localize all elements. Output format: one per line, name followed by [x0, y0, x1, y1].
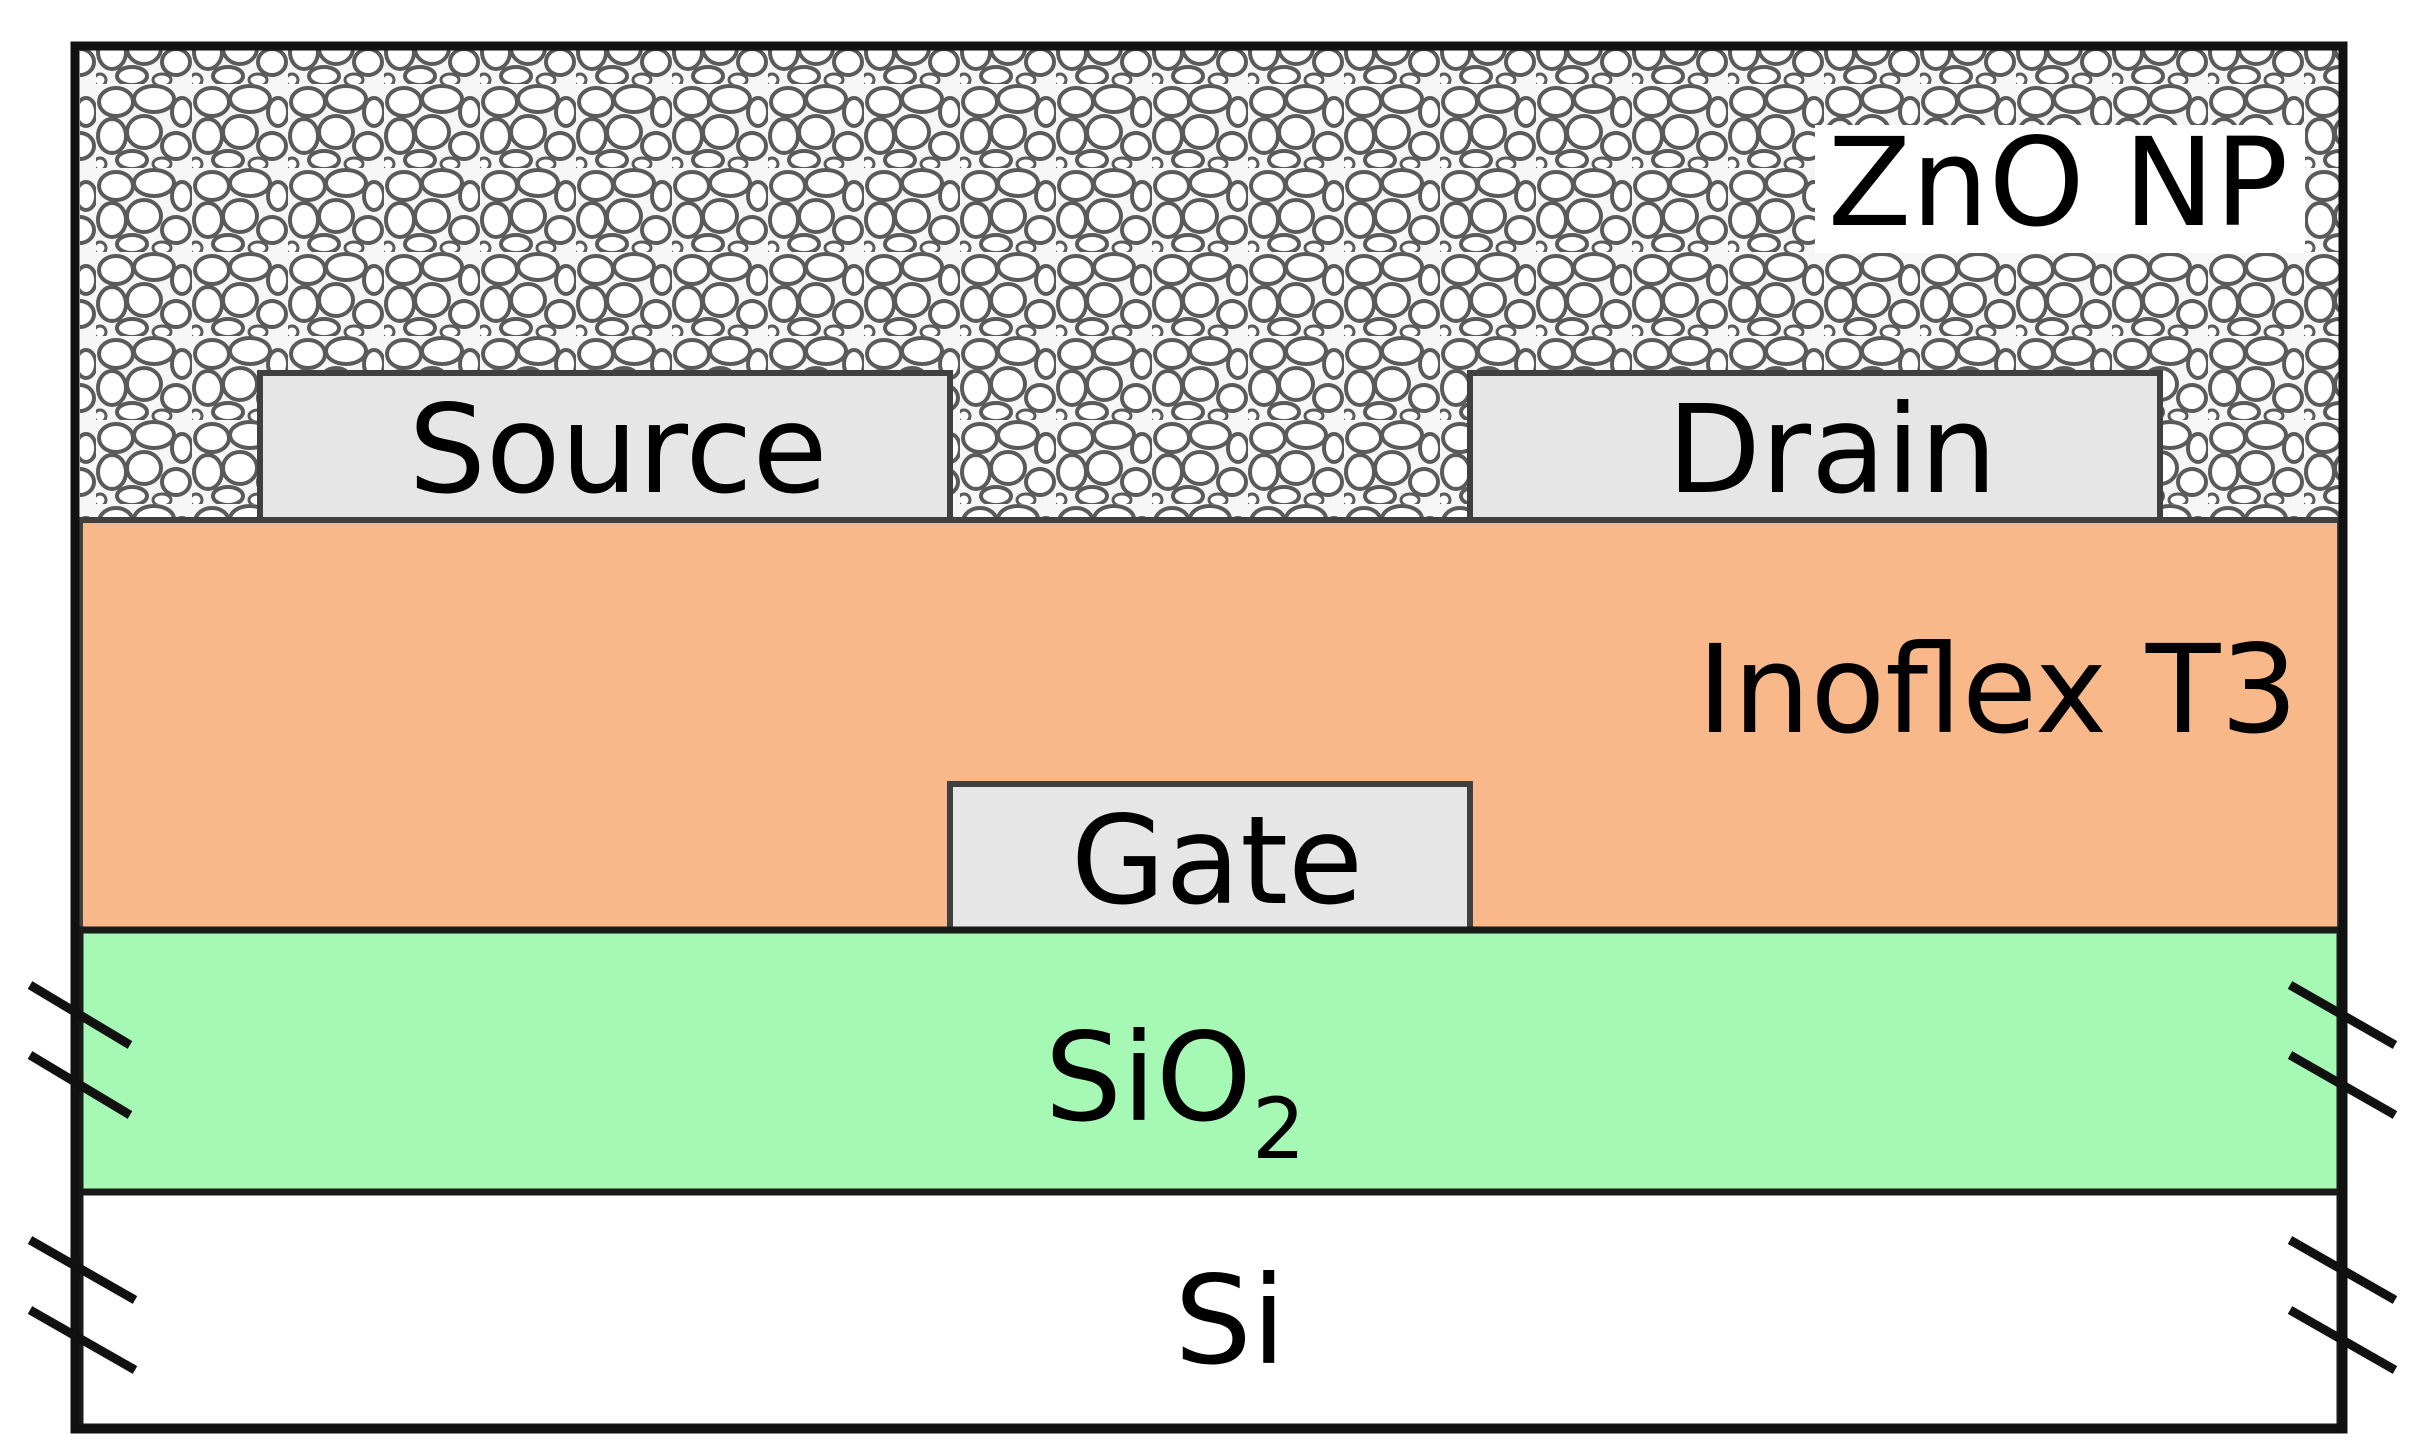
sio2-label-subscript: 2 — [1252, 1080, 1305, 1178]
sio2-label-main: SiO — [1045, 1007, 1252, 1149]
device-outline — [70, 41, 2348, 1434]
source-label: Source — [408, 379, 827, 521]
zno-np-label: ZnO NP — [1828, 112, 2289, 254]
source-electrode: Source — [257, 370, 953, 523]
gate-electrode-box — [947, 781, 1473, 933]
break-mark-left-upper — [27, 981, 133, 1119]
break-mark-right-upper — [2287, 981, 2398, 1119]
gate-label: Gate — [1071, 790, 1363, 932]
sio2-label: SiO2 — [1045, 1007, 1306, 1178]
inoflex-label: Inoflex T3 — [1697, 619, 2298, 761]
drain-label: Drain — [1667, 379, 1997, 521]
si-layer: Si — [76, 1188, 2344, 1431]
sio2-layer: SiO2 — [76, 926, 2344, 1196]
zno-label-backdrop — [1815, 125, 2305, 253]
source-electrode-box — [257, 370, 953, 523]
si-layer-fill — [76, 1188, 2344, 1431]
gate-electrode: Gate — [947, 781, 1473, 933]
drain-electrode: Drain — [1467, 370, 2163, 523]
break-mark-right-lower — [2287, 1236, 2398, 1374]
si-label: Si — [1174, 1250, 1285, 1392]
break-mark-left-lower — [27, 1236, 138, 1374]
